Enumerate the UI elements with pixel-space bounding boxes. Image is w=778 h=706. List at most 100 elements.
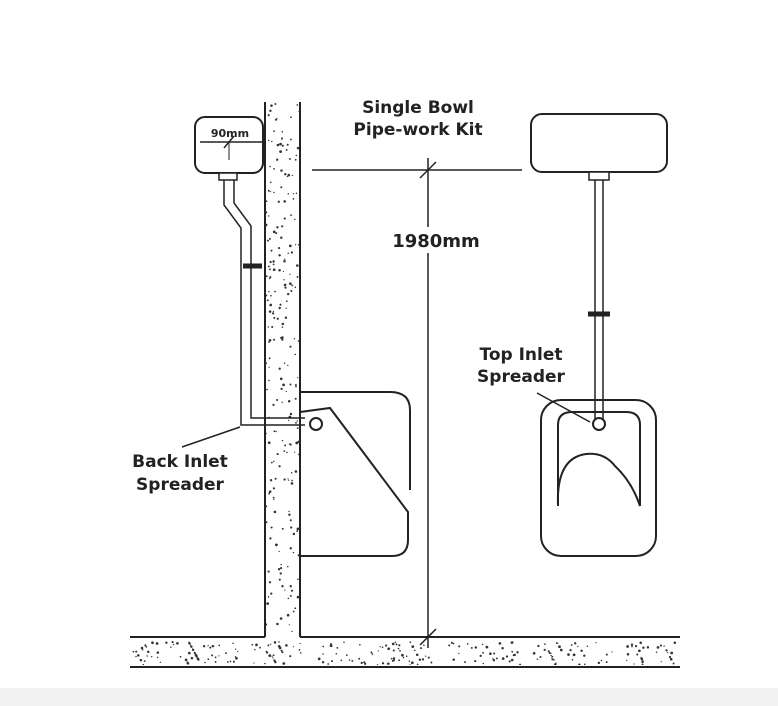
speckle [516,651,519,654]
speckle [135,650,138,653]
speckle [580,649,583,653]
speckle [147,650,150,654]
speckle [605,661,608,664]
speckle [294,158,297,161]
speckle [288,419,290,422]
speckle [551,658,554,661]
speckle [274,103,277,105]
speckle [423,644,425,647]
speckle [290,482,294,485]
speckle [281,137,283,139]
speckle [275,430,277,433]
speckle [291,630,293,633]
speckle [279,150,282,153]
speckle [296,595,300,599]
speckle [578,663,581,665]
speckle [289,282,292,286]
speckle [145,646,148,648]
offset-label: 90mm [211,127,249,140]
speckle [255,643,258,647]
speckle [280,186,283,189]
title-line-2: Pipe-work Kit [353,120,482,140]
speckle [327,663,330,665]
speckle [395,643,398,646]
speckle [281,130,284,133]
speckle [289,412,293,416]
speckle [274,661,277,664]
speckle [399,650,401,652]
speckle [285,300,288,303]
speckle [665,649,668,652]
speckle [600,659,603,662]
speckle [410,661,414,665]
speckle [268,357,271,360]
speckle [281,439,284,442]
speckle [386,662,389,665]
speckle [251,643,254,646]
speckle [276,398,279,402]
speckle [287,597,290,600]
speckle [275,543,278,547]
speckle [292,532,296,536]
speckle [143,660,146,662]
speckle [184,658,188,662]
speckle [214,660,217,663]
speckle [543,648,546,652]
speckle [259,646,261,649]
speckle [554,663,557,665]
speckle [290,589,294,592]
speckle [276,158,279,161]
speckle [281,322,285,326]
speckle [331,660,333,663]
speckle [269,181,272,184]
height-label-backing [375,227,495,253]
speckle [283,362,286,364]
speckle [142,663,145,665]
speckle [296,530,299,532]
speckle [409,641,412,644]
speckle [269,277,271,280]
speckle [295,192,298,194]
speckle [285,644,288,647]
speckle [655,651,658,653]
speckle [165,641,168,644]
speckle [551,656,553,658]
speckle [267,644,270,647]
speckle [536,658,539,660]
speckle [272,230,276,234]
speckle [297,578,299,581]
speckle [268,310,272,313]
speckle [286,143,289,146]
speckle [642,646,645,649]
speckle [392,657,396,660]
speckle [269,260,272,264]
speckle [132,650,135,653]
speckle [294,397,297,400]
speckle [364,662,367,665]
speckle [179,655,182,658]
speckle [267,139,270,142]
speckle [172,643,175,646]
speckle [322,653,324,655]
speckle [492,658,496,662]
speckle [430,661,433,664]
speckle [283,217,286,220]
speckle [387,647,391,651]
speckle [270,104,273,107]
speckle [270,643,272,645]
speckle [553,659,555,661]
speckle [151,641,154,645]
speckle [269,303,273,307]
speckle [358,657,361,660]
speckle [296,527,300,531]
speckle [393,659,395,662]
speckle [265,294,268,297]
speckle [267,570,270,573]
speckle [276,317,279,320]
speckle [289,594,292,597]
back-inlet-label-1: Back Inlet [132,452,228,472]
speckle [296,420,299,422]
speckle [371,653,374,655]
speckle [408,660,411,662]
speckle [283,478,286,481]
